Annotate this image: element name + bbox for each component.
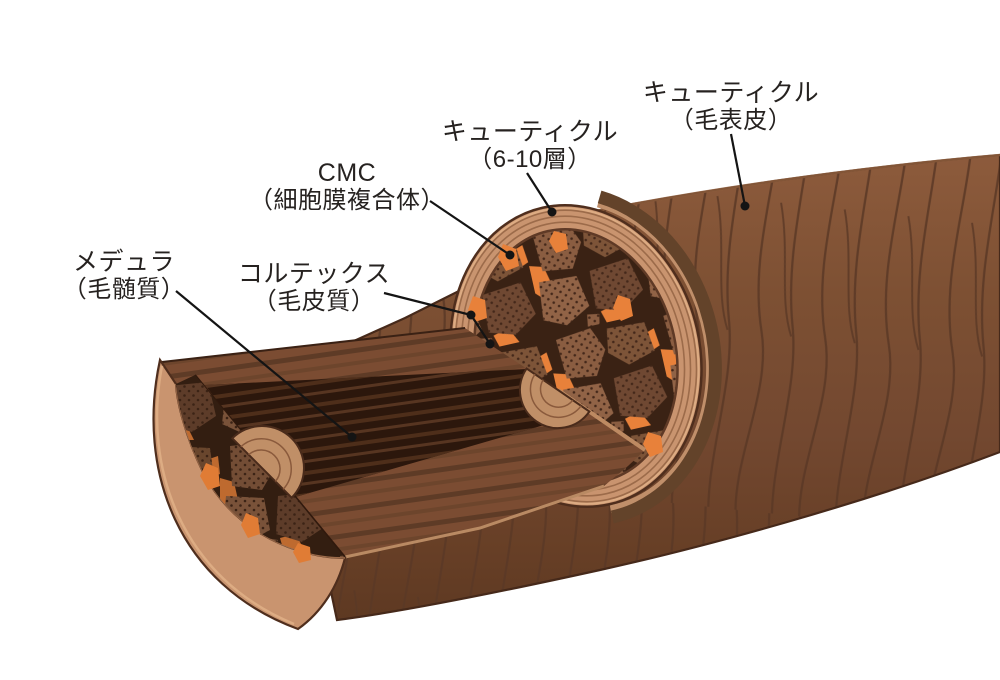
label-cmc-name: CMC xyxy=(317,159,377,187)
medulla-stub-right xyxy=(519,367,591,429)
label-cuticle-surface: キューティクル （毛表皮） xyxy=(642,79,820,135)
label-cuticle-surface-name: キューティクル xyxy=(642,79,820,107)
label-cortex: コルテックス （毛皮質） xyxy=(237,260,391,316)
label-medulla: メデュラ （毛髄質） xyxy=(62,248,186,304)
label-medulla-name: メデュラ xyxy=(72,248,175,276)
medulla-stub-left xyxy=(230,425,305,500)
leader-cmc xyxy=(429,200,511,256)
leader-cuticle-surface xyxy=(729,133,747,207)
leader-cuticle-layers xyxy=(526,172,553,213)
label-cuticle-surface-alt: （毛表皮） xyxy=(669,107,793,134)
label-cmc: CMC （細胞膜複合体） xyxy=(249,159,445,215)
label-cmc-alt: （細胞膜複合体） xyxy=(249,187,445,214)
leader-medulla xyxy=(175,290,353,438)
leader-dots xyxy=(347,201,750,442)
label-cuticle-layers: キューティクル （6-10層） xyxy=(441,118,619,174)
label-cortex-name: コルテックス xyxy=(237,260,391,288)
label-cuticle-layers-name: キューティクル xyxy=(441,118,619,146)
label-cuticle-layers-alt: （6-10層） xyxy=(468,146,592,173)
label-cortex-alt: （毛皮質） xyxy=(252,288,376,315)
label-medulla-alt: （毛髄質） xyxy=(62,276,186,303)
